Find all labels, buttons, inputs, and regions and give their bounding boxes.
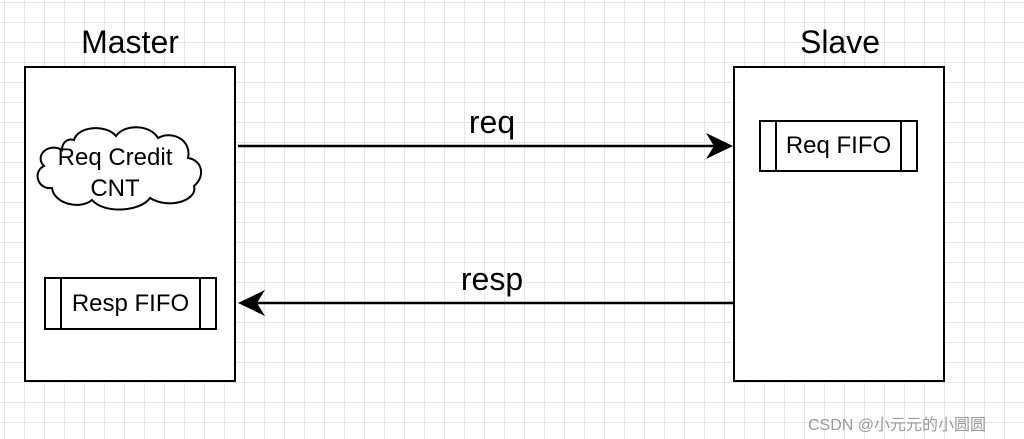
resp-fifo-label: Resp FIFO xyxy=(71,289,190,317)
req-fifo: Req FIFO xyxy=(759,120,918,172)
resp-label: resp xyxy=(460,261,524,297)
req-fifo-label: Req FIFO xyxy=(785,132,892,159)
credit-counter-cloud xyxy=(36,126,203,211)
slave-block xyxy=(733,66,945,382)
resp-fifo: Resp FIFO xyxy=(44,277,217,330)
credit-counter-line1: Req Credit xyxy=(57,144,173,171)
credit-counter-line2: CNT xyxy=(90,175,140,202)
slave-title: Slave xyxy=(799,24,881,60)
resp-arrow xyxy=(238,290,733,316)
watermark: CSDN @小元元的小圆圆 xyxy=(808,417,987,434)
credit-counter-label: Req Credit CNT xyxy=(40,142,190,204)
req-arrow xyxy=(238,133,733,159)
req-label: req xyxy=(468,104,516,140)
master-title: Master xyxy=(81,24,179,60)
